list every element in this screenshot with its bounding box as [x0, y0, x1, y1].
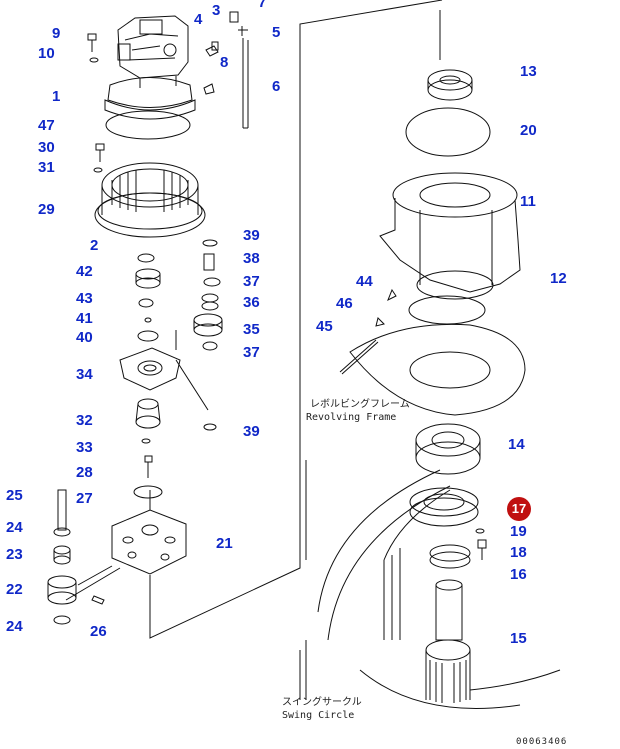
callout-42[interactable]: 42 [76, 263, 93, 280]
callout-34[interactable]: 34 [76, 366, 93, 383]
o-ring-drawing [105, 110, 191, 140]
planet-gear-22 [47, 575, 77, 605]
carrier-21 [111, 509, 187, 575]
o-ring-20-drawing [405, 107, 491, 157]
callout-23[interactable]: 23 [6, 546, 23, 563]
callout-9[interactable]: 9 [52, 25, 61, 42]
revolving-frame-drawing [349, 172, 526, 416]
cover-17-drawing [409, 487, 479, 527]
callout-43[interactable]: 43 [76, 290, 93, 307]
callout-37-lower[interactable]: 37 [243, 344, 260, 361]
drawing-code: 00063406 [516, 737, 568, 747]
callout-3[interactable]: 3 [212, 2, 221, 19]
swing-motor-drawing [104, 15, 196, 120]
callout-22[interactable]: 22 [6, 581, 23, 598]
sun-gear-32 [135, 398, 161, 429]
bearing-23 [53, 545, 71, 565]
callout-33[interactable]: 33 [76, 439, 93, 456]
callout-45[interactable]: 45 [316, 318, 333, 335]
callout-8[interactable]: 8 [220, 54, 229, 71]
callout-47[interactable]: 47 [38, 117, 55, 134]
pinion-shaft-15-drawing [425, 579, 471, 703]
callout-35[interactable]: 35 [243, 321, 260, 338]
callout-28[interactable]: 28 [76, 464, 93, 481]
callout-5[interactable]: 5 [272, 24, 281, 41]
callout-14[interactable]: 14 [508, 436, 525, 453]
callout-27[interactable]: 27 [76, 490, 93, 507]
callout-40[interactable]: 40 [76, 329, 93, 346]
needle-bearing-42 [135, 268, 161, 289]
callout-11[interactable]: 11 [520, 193, 536, 210]
callout-13[interactable]: 13 [520, 63, 537, 80]
callout-39-upper[interactable]: 39 [243, 227, 260, 244]
callout-39-lower[interactable]: 39 [243, 423, 260, 440]
callout-18[interactable]: 18 [510, 544, 527, 561]
callout-20[interactable]: 20 [520, 122, 537, 139]
callout-17-highlighted[interactable]: 17 [507, 497, 531, 521]
bearing-36 [201, 293, 219, 311]
callout-29[interactable]: 29 [38, 201, 55, 218]
callout-1[interactable]: 1 [52, 88, 61, 105]
callout-24-lower[interactable]: 24 [6, 618, 23, 635]
ring-gear-drawing [94, 162, 206, 238]
carrier-34 [119, 347, 181, 391]
callout-7[interactable]: 7 [258, 0, 267, 11]
callout-4[interactable]: 4 [194, 11, 203, 28]
callout-37-upper[interactable]: 37 [243, 273, 260, 290]
revolving-frame-label-en: Revolving Frame [306, 412, 397, 423]
callout-21[interactable]: 21 [216, 535, 233, 552]
callout-19[interactable]: 19 [510, 523, 527, 540]
callout-16[interactable]: 16 [510, 566, 527, 583]
callout-26[interactable]: 26 [90, 623, 107, 640]
swing-circle-label-en: Swing Circle [282, 710, 355, 721]
bearing-13-drawing [427, 69, 473, 101]
callout-6[interactable]: 6 [272, 78, 281, 95]
callout-12[interactable]: 12 [550, 270, 567, 287]
callout-31[interactable]: 31 [38, 159, 55, 176]
callout-25[interactable]: 25 [6, 487, 23, 504]
swing-circle-label-jp: スイングサークル [282, 697, 362, 708]
callout-24-upper[interactable]: 24 [6, 519, 23, 536]
callout-10[interactable]: 10 [38, 45, 55, 62]
callout-38[interactable]: 38 [243, 250, 260, 267]
callout-41[interactable]: 41 [76, 310, 93, 327]
gear-35 [193, 313, 223, 337]
callout-46[interactable]: 46 [336, 295, 353, 312]
thrust-washer-2 [137, 253, 155, 263]
bearing-14-drawing [415, 423, 481, 475]
revolving-frame-label-jp: レボルビングフレーム [310, 399, 410, 410]
callout-44[interactable]: 44 [356, 273, 373, 290]
callout-2[interactable]: 2 [90, 237, 99, 254]
callout-15[interactable]: 15 [510, 630, 527, 647]
spacer-16-drawing [429, 544, 471, 569]
callout-32[interactable]: 32 [76, 412, 93, 429]
callout-30[interactable]: 30 [38, 139, 55, 156]
callout-36[interactable]: 36 [243, 294, 260, 311]
